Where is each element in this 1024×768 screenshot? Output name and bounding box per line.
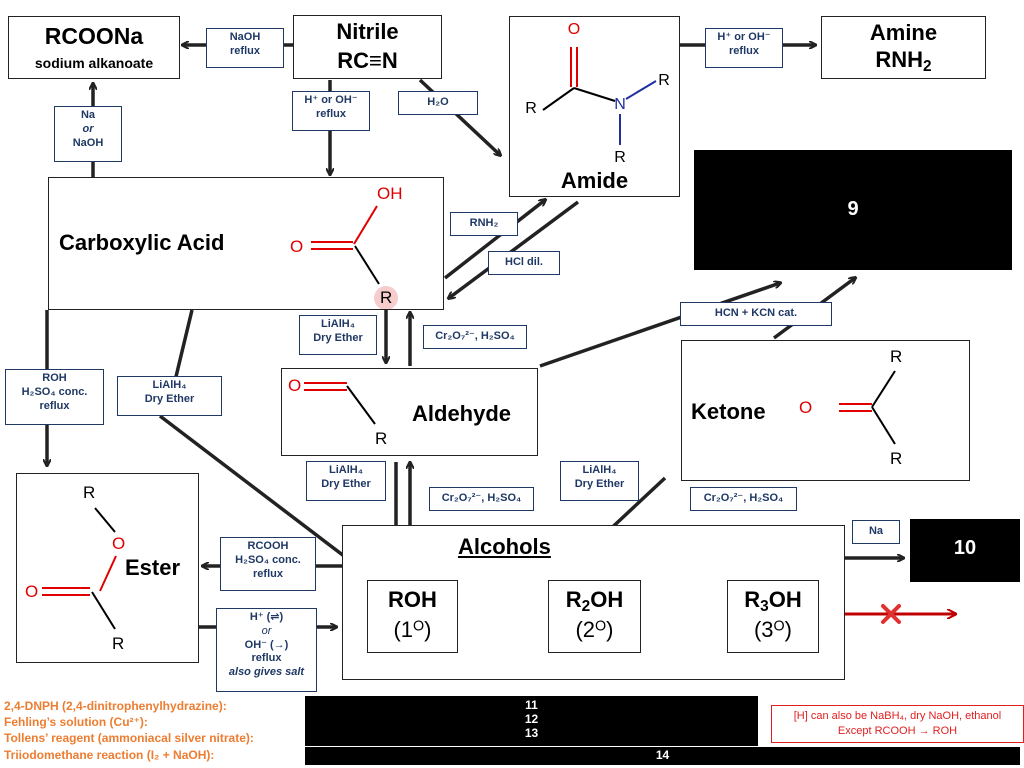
alcohols-title: Alcohols (458, 534, 551, 559)
ketone-structure (839, 370, 896, 445)
secondary-alcohol-box: R2OH (2O) (548, 580, 641, 653)
arrow-acid-amide (443, 200, 545, 280)
rcoona-box: RCOONa sodium alkanoate (8, 16, 180, 79)
reduction-note: [H] can also be NaBH₄, dry NaOH, ethanol… (771, 705, 1024, 743)
cross-icon (881, 604, 901, 624)
aldehyde-r-atom: R (375, 429, 388, 448)
amine-box: Amine RNH2 (821, 16, 986, 79)
amide-title: Amide (560, 168, 629, 193)
cond-hcl-dil: HCl dil. (488, 251, 560, 275)
answer-box-14[interactable]: 14 (305, 747, 1020, 765)
aldehyde-o-atom: O (288, 376, 302, 395)
nitrile-title: Nitrile (336, 19, 399, 44)
answer-box-11-13[interactable]: 11 12 13 (305, 696, 758, 746)
rcoona-subtitle: sodium alkanoate (34, 55, 154, 71)
ketone-r2-atom: R (890, 449, 903, 468)
test-fehlings: Fehling’s solution (Cu²⁺): (4, 715, 148, 729)
amine-formula-sub: 2 (923, 57, 932, 75)
carboxylic-acid-title: Carboxylic Acid (59, 230, 225, 255)
answer-13: 13 (524, 726, 539, 740)
acid-oh-atom: OH (377, 184, 403, 203)
amide-r2-atom: R (658, 72, 670, 89)
ester-structure (42, 507, 117, 630)
aldehyde-box: O R Aldehyde (281, 368, 538, 456)
cond-rnh2: RNH₂ (450, 212, 518, 236)
answer-11: 11 (525, 698, 538, 712)
test-tollens: Tollens’ reagent (ammoniacal silver nitr… (4, 731, 254, 745)
cond-cr-aldehyde-alcohol: Cr₂O₇²⁻, H₂SO₄ (429, 487, 534, 511)
ester-r1-atom: R (83, 483, 96, 502)
amide-o-atom: O (567, 21, 581, 38)
amine-title: Amine (869, 20, 938, 45)
aldehyde-structure (304, 382, 376, 425)
secondary-alcohol-formula: R2OH (565, 587, 624, 615)
cond-h-oh-reflux-amine: H⁺ or OH⁻reflux (705, 28, 783, 68)
rcoona-title: RCOONa (44, 23, 144, 49)
tertiary-alcohol-degree: (3O) (753, 617, 792, 642)
nitrile-box: Nitrile RC≡N (293, 15, 442, 79)
answer-box-10[interactable]: 10 (910, 519, 1020, 582)
ester-o2-atom: O (25, 582, 39, 601)
ketone-box: Ketone O R R (681, 340, 970, 481)
cond-cr-acid-aldehyde: Cr₂O₇²⁻, H₂SO₄ (423, 325, 527, 349)
secondary-alcohol-degree: (2O) (575, 617, 614, 642)
tertiary-alcohol-formula: R3OH (744, 587, 802, 615)
cond-hcn-kcn: HCN + KCN cat. (680, 302, 832, 326)
amide-box: O R N R R Amide (509, 16, 680, 197)
ester-o1-atom: O (112, 534, 126, 553)
carboxylic-acid-box: Carboxylic Acid OH O R (48, 177, 444, 310)
cond-cr-ketone: Cr₂O₇²⁻, H₂SO₄ (690, 487, 797, 511)
amide-n-atom: N (614, 96, 626, 113)
amine-formula: RNH2 (822, 47, 985, 76)
primary-alcohol-formula: ROH (388, 587, 437, 612)
amide-r3-atom: R (614, 149, 626, 166)
tertiary-alcohol-box: R3OH (3O) (727, 580, 819, 653)
amide-structure (542, 47, 657, 145)
ketone-r1-atom: R (890, 347, 903, 366)
cond-h2o: H₂O (398, 91, 478, 115)
answer-box-9[interactable]: 9 (694, 150, 1012, 270)
primary-alcohol-degree: (1O) (393, 617, 432, 642)
amine-formula-main: RNH (875, 47, 924, 72)
cond-h-oh-reflux-acid: H⁺ or OH⁻reflux (292, 91, 370, 131)
ester-r2-atom: R (112, 634, 125, 653)
nitrile-formula: RC≡N (337, 48, 398, 73)
ketone-o-atom: O (799, 398, 813, 417)
primary-alcohol-box: ROH (1O) (367, 580, 458, 653)
alcohols-box: Alcohols ROH (1O) R2OH (2O) R3OH (3O) (342, 525, 845, 680)
arrow-acid-alcohol-2 (158, 414, 365, 572)
arrow-aldehyde-9 (539, 283, 780, 368)
ester-title: Ester (125, 555, 181, 580)
ketone-title: Ketone (691, 399, 766, 424)
carboxylic-acid-structure (311, 205, 398, 309)
test-dnph: 2,4-DNPH (2,4-dinitrophenylhydrazine): (4, 699, 227, 713)
test-triiodomethane: Triiodomethane reaction (I₂ + NaOH): (4, 748, 215, 762)
amide-r1-atom: R (525, 100, 537, 117)
answer-12: 12 (524, 712, 539, 726)
acid-o-atom: O (290, 237, 304, 256)
cond-na: Na (852, 520, 900, 544)
aldehyde-title: Aldehyde (412, 401, 512, 426)
arrow-amide-acid (449, 200, 580, 298)
acid-r-atom: R (380, 288, 393, 307)
ester-box: R O O R Ester (16, 473, 199, 663)
